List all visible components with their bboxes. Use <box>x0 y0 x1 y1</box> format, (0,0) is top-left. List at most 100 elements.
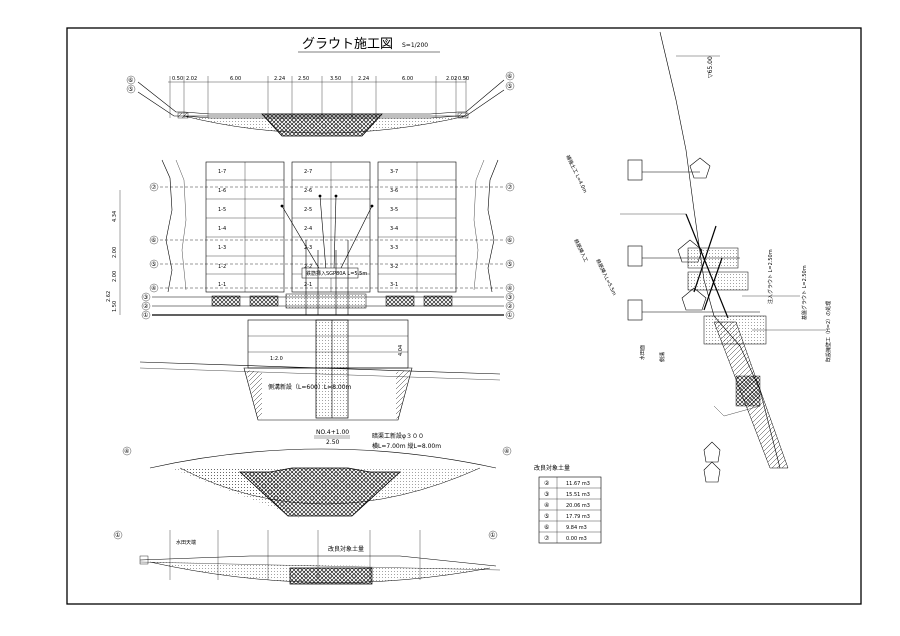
dim-250: 2.50 <box>326 439 340 446</box>
plan-marker-l7: ⑦ <box>151 184 157 191</box>
table-value: 15.51 m3 <box>566 492 590 498</box>
cell-3-3: 3-3 <box>390 245 398 251</box>
cell-2-2: 2-2 <box>304 264 312 270</box>
table-row: ④ 20.06 m3 <box>544 502 590 509</box>
table-row: ② 11.67 m3 <box>544 480 590 487</box>
plan-marker-l5: ⑤ <box>151 261 156 268</box>
table-value: 0.00 m3 <box>566 536 587 542</box>
plan-dim-200a: 2.00 <box>112 247 118 258</box>
volume-table-title: 改良対象土量 <box>534 464 570 472</box>
culvert-dims: 横L=7.00m 縦L=8.00m <box>372 442 441 450</box>
station-label: NO.4+1.00 <box>316 429 349 436</box>
marker-5-right: ⑤ <box>507 83 512 90</box>
plan-marker-l6: ⑥ <box>151 237 156 244</box>
table-marker: ⑥ <box>544 524 549 531</box>
dim-5: 2.50 <box>298 76 309 82</box>
dim-404: 4.04 <box>398 345 404 356</box>
grid-panel-3: 3-7 3-6 3-5 3-4 3-3 3-2 3-1 <box>377 161 457 293</box>
dim-7: 2.24 <box>358 76 369 82</box>
section-1: ① ① 水田天端 改良対象土量 <box>113 530 501 585</box>
plan-right-markers: ⑦ ⑥ ⑤ ④ ③ ② ① <box>505 182 515 320</box>
cell-3-7: 3-7 <box>390 169 398 175</box>
culvert-label: 暗渠工新設φ３００ <box>372 432 424 440</box>
cell-2-6: 2-6 <box>304 188 312 194</box>
section1-note: 水田天端 <box>176 539 196 546</box>
cell-2-4: 2-4 <box>304 226 312 232</box>
section1-label: 改良対象土量 <box>328 545 364 553</box>
cell-1-1: 1-1 <box>218 282 226 288</box>
table-row: ⑤ 17.79 m3 <box>544 513 590 520</box>
table-value: 11.67 m3 <box>566 481 590 487</box>
plan-marker-r6: ⑥ <box>507 237 512 244</box>
profile-label-7: 水田面 <box>639 345 646 360</box>
marker-1-left: ① <box>115 532 120 539</box>
table-row: ⑥ 9.84 m3 <box>544 524 587 531</box>
marker-4-right: ④ <box>504 448 509 455</box>
plan-marker-r5: ⑤ <box>507 261 512 268</box>
plan-dim-262: 2.62 <box>106 291 112 302</box>
drain-label: 側溝新設（L=600）L=8.00m <box>268 383 352 391</box>
cell-3-6: 3-6 <box>390 188 398 194</box>
cell-1-6: 1-6 <box>218 188 226 194</box>
plan-marker-l1: ① <box>143 312 148 319</box>
slope-label: 1:2.0 <box>270 356 283 362</box>
plan-dim-150: 1.50 <box>112 301 118 312</box>
table-marker: ⑤ <box>544 513 549 520</box>
grid-panel-1: 1-7 1-6 1-5 1-4 1-3 1-2 1-1 <box>205 161 285 293</box>
marker-4-left: ④ <box>124 448 129 455</box>
profile-label-4: 鉄筋挿入L=5.5m <box>594 258 618 297</box>
plan-marker-r4: ④ <box>507 285 512 292</box>
profile-label-1: 補強土工 L=4.0m <box>564 154 588 194</box>
marker-5-left: ⑤ <box>128 86 133 93</box>
volume-table: 改良対象土量 ② 11.67 m3 ③ 15.51 m3 ④ 20.06 m3 … <box>534 464 602 544</box>
table-row: ⑦ 0.00 m3 <box>544 535 587 542</box>
top-dimension-row: 0.50 2.02 6.00 2.24 2.50 3.50 2.24 6.00 … <box>172 76 469 82</box>
section-6: ⑥ ⑤ ⑥ ⑤ 0.50 2.02 6.00 2.24 2.50 3.50 2.… <box>126 71 515 137</box>
anchor-label: 鉄筋挿入SGP80A L=5.5m <box>306 270 367 277</box>
cell-1-5: 1-5 <box>218 207 226 213</box>
plan-marker-r7: ⑦ <box>507 184 513 191</box>
plan-marker-l3: ③ <box>143 294 148 301</box>
profile-view: ▽65.00 補強土工 L= <box>564 31 832 483</box>
sheet-border <box>66 27 862 605</box>
profile-label-5: 基盤グラウト L=2.50m <box>801 265 808 320</box>
cell-1-2: 1-2 <box>218 264 226 270</box>
plan-dim-200b: 2.00 <box>112 271 118 282</box>
cell-2-1: 2-1 <box>304 282 312 288</box>
cell-1-7: 1-7 <box>218 169 226 175</box>
profile-label-8: 側溝 <box>659 352 666 362</box>
profile-elevation: ▽65.00 <box>707 56 714 78</box>
drawing-title: グラウト施工図 <box>302 37 393 52</box>
plan-marker-r2: ② <box>507 303 513 310</box>
table-value: 20.06 m3 <box>566 503 590 509</box>
section-4: ④ ④ <box>122 446 512 518</box>
marker-6-left: ⑥ <box>128 77 133 84</box>
grid-panel-2: 2-7 2-6 2-5 2-4 2-3 2-2 2-1 <box>291 161 371 293</box>
cell-3-4: 3-4 <box>390 226 398 232</box>
dim-6: 3.50 <box>330 76 341 82</box>
plan-marker-r3: ③ <box>507 294 512 301</box>
drawing-scale: S=1/200 <box>402 42 428 49</box>
cell-2-3: 2-3 <box>304 245 312 251</box>
table-marker: ② <box>544 480 550 487</box>
table-marker: ③ <box>544 491 549 498</box>
plan-left-markers: ⑦ ⑥ ⑤ ④ ③ ② ① <box>141 182 159 320</box>
cell-3-2: 3-2 <box>390 264 398 270</box>
dim-4: 2.24 <box>274 76 285 82</box>
profile-label-2: 鉄筋挿入工 <box>572 238 589 264</box>
profile-label-6: 既設擁壁工（H=2）の処理 <box>825 301 832 362</box>
dim-1: 0.50 <box>172 76 183 82</box>
table-marker: ⑦ <box>544 535 550 542</box>
plan-dim-434: 4.34 <box>112 211 118 222</box>
marker-1-right: ① <box>490 532 495 539</box>
cell-2-7: 2-7 <box>304 169 312 175</box>
plan-marker-l4: ④ <box>151 285 156 292</box>
table-value: 9.84 m3 <box>566 525 587 531</box>
plan-marker-r1: ① <box>507 312 512 319</box>
marker-6-right: ⑥ <box>507 73 512 80</box>
table-marker: ④ <box>544 502 549 509</box>
table-value: 17.79 m3 <box>566 514 590 520</box>
dim-3: 6.00 <box>230 76 241 82</box>
cell-1-3: 1-3 <box>218 245 226 251</box>
